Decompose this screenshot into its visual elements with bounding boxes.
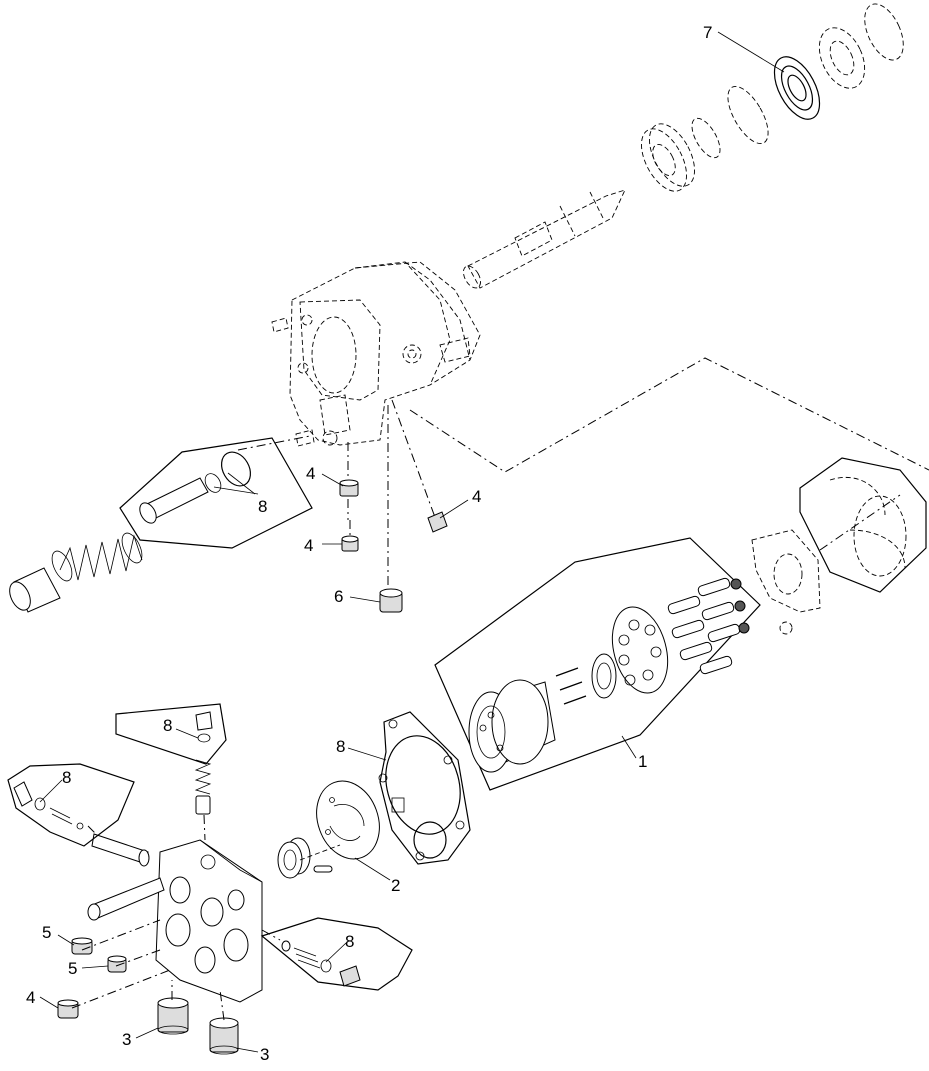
snap-ring-top (691, 85, 769, 159)
compensator-spring (194, 759, 212, 815)
callout-4-top: 4 (306, 464, 315, 483)
callout-6: 6 (334, 587, 343, 606)
callout-3-b: 3 (260, 1045, 269, 1064)
leader-lines (39, 31, 785, 1053)
plug-item-4-mid (341, 535, 359, 552)
drive-shaft (463, 189, 626, 289)
callout-labels: 7 8 4 4 4 6 1 8 2 8 8 8 5 5 4 3 3 (26, 23, 712, 1064)
callout-8-valve: 8 (258, 497, 267, 516)
inset-left (7, 763, 135, 847)
shaft-seal (773, 56, 821, 120)
swashplate-bearings (799, 457, 927, 593)
plug-item-3-a (157, 997, 189, 1035)
rotating-group (434, 537, 761, 791)
control-spool (91, 833, 150, 867)
plug-item-5-a (71, 937, 93, 955)
callout-2: 2 (391, 876, 400, 895)
callout-5-a: 5 (42, 923, 51, 942)
callout-5-b: 5 (68, 959, 77, 978)
valve-plug-cap (9, 567, 61, 613)
housing-bolts (271, 317, 315, 447)
retaining-rings-top (818, 3, 904, 89)
relief-valve-group (119, 437, 313, 549)
retainer-plate (611, 606, 669, 694)
valve-spring (51, 532, 143, 582)
pump-housing (289, 261, 481, 446)
callout-4-right: 4 (472, 487, 481, 506)
callout-4-lower: 4 (26, 988, 35, 1007)
callout-8-gasket: 8 (336, 737, 345, 756)
end-cap-bolt (87, 877, 165, 921)
lower-centerlines (71, 814, 281, 1021)
plug-item-4-top (339, 479, 359, 497)
shaft-bearing (641, 123, 695, 192)
plug-item-5-b (107, 955, 127, 973)
needle-bearing (277, 837, 341, 879)
callout-7: 7 (703, 23, 712, 42)
end-cap (155, 839, 263, 1003)
gasket (378, 711, 471, 865)
ball-guide (591, 653, 617, 699)
ball-guide-pins (555, 667, 587, 705)
plug-item-4-lower (57, 999, 79, 1019)
callout-4-mid: 4 (304, 536, 313, 555)
callout-3-a: 3 (122, 1030, 131, 1049)
cylinder-block (468, 679, 556, 773)
assembly-centerlines (237, 357, 929, 590)
pistons (667, 577, 750, 675)
valve-plate-pin (313, 865, 333, 873)
callout-8-left: 8 (62, 768, 71, 787)
inset-right (260, 917, 413, 991)
valve-plate (316, 780, 380, 860)
plug-item-6 (379, 588, 403, 613)
swashplate (751, 529, 821, 635)
callout-1: 1 (638, 752, 647, 771)
callout-8-compensator: 8 (163, 716, 172, 735)
callout-8-right: 8 (345, 932, 354, 951)
plug-item-3-b (209, 1017, 239, 1055)
